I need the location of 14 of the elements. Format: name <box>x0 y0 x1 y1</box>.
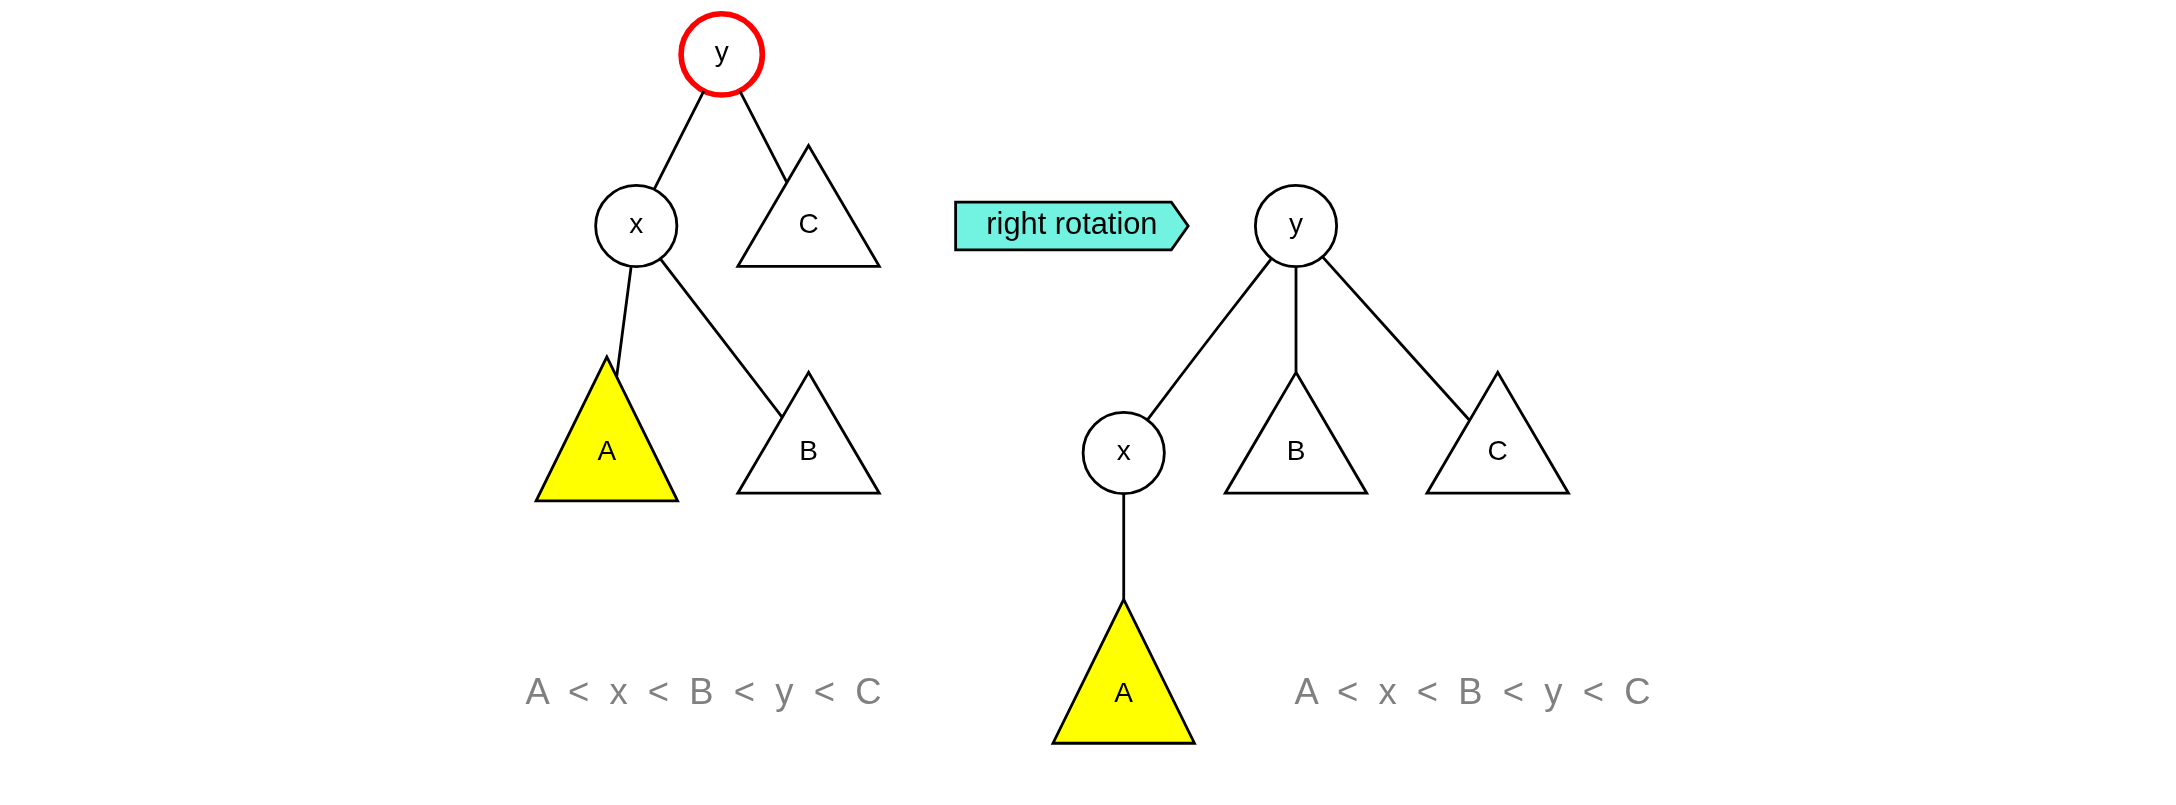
node-circle: x <box>594 184 679 269</box>
connector <box>615 266 633 377</box>
label: A < x < B < y < C <box>1294 671 1651 713</box>
node-circle: y <box>678 11 766 98</box>
connector <box>1321 256 1471 422</box>
connector <box>652 90 706 190</box>
connector <box>1294 266 1298 372</box>
label: A < x < B < y < C <box>525 671 882 713</box>
connector <box>738 90 788 183</box>
node-circle: x <box>1081 410 1166 495</box>
node-circle: y <box>1254 184 1339 269</box>
connector <box>659 258 784 418</box>
connector <box>1122 493 1126 599</box>
connector <box>1146 257 1273 421</box>
